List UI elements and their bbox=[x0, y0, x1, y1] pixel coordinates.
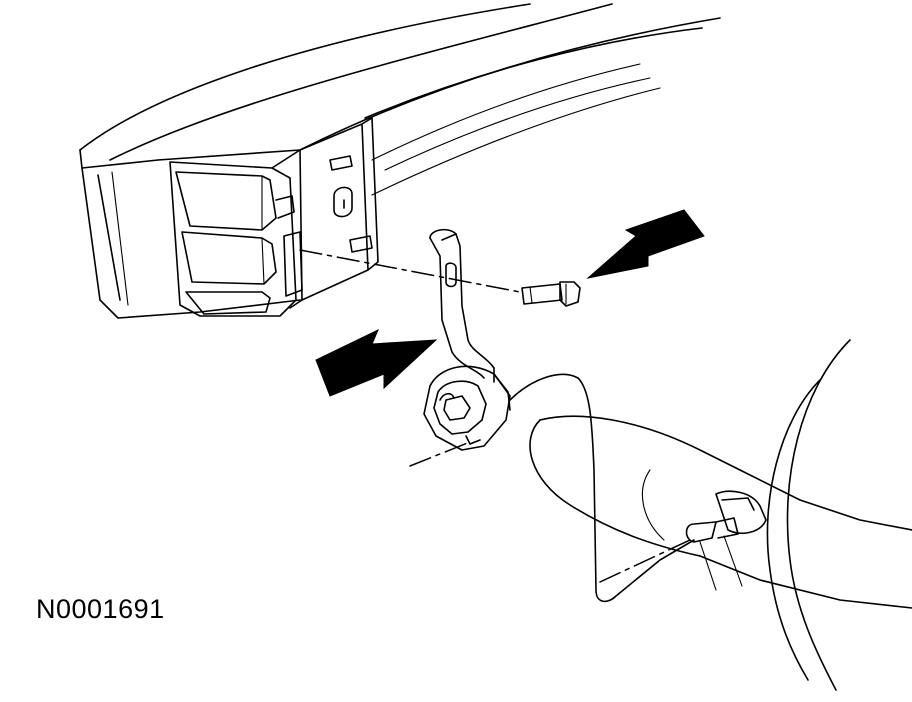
exhaust-hanger-bracket bbox=[429, 228, 495, 383]
hanger-rod bbox=[509, 373, 695, 603]
arrow-icon bbox=[315, 328, 438, 397]
bolt bbox=[521, 281, 581, 307]
bumper-beam bbox=[79, 3, 721, 319]
rod-centerline bbox=[599, 539, 691, 583]
figure-reference-number: N0001691 bbox=[36, 594, 165, 624]
bolt-centerline bbox=[299, 249, 521, 293]
muffler bbox=[529, 339, 912, 691]
arrow-icon bbox=[586, 209, 705, 279]
isolator-centerline bbox=[409, 441, 471, 467]
rubber-isolator bbox=[423, 365, 511, 451]
